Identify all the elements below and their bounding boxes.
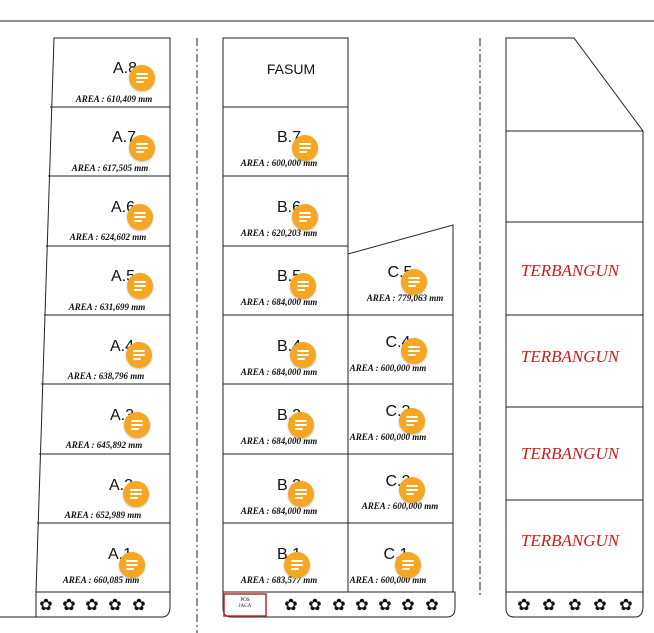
note-icon-a6[interactable] [127,204,153,230]
tree-icon: ✿ [308,595,322,614]
lot-b7-area: AREA : 600,000 mm [240,158,318,168]
pos-jaga-line2: JAGA [238,604,252,609]
block-bc-outline [222,37,456,618]
note-icon-c1[interactable] [395,552,421,578]
tree-icon: ✿ [85,595,99,614]
note-icon-a3[interactable] [124,412,150,438]
tree-icon: ✿ [542,595,556,614]
note-icon-b1[interactable] [284,552,310,578]
note-icon-a1[interactable] [119,552,145,578]
note-icon-b5[interactable] [290,273,316,299]
pos-jaga-box [223,593,267,617]
tree-icon: ✿ [284,595,298,614]
note-icon-a2[interactable] [123,481,149,507]
note-icon-b4[interactable] [290,342,316,368]
note-icon-a7[interactable] [129,135,155,161]
built-label-1: TERBANGUN [520,261,620,280]
lot-c1-area: AREA : 600,000 mm [349,575,427,585]
lot-c4-area: AREA : 600,000 mm [349,363,427,373]
lot-b2-area: AREA : 684,000 mm [240,506,318,516]
lot-a4-area: AREA : 638,796 mm [67,371,145,381]
tree-icon: ✿ [401,595,415,614]
tree-icon: ✿ [619,595,633,614]
note-icon-b7[interactable] [292,135,318,161]
tree-icon: ✿ [355,595,369,614]
lot-b3-area: AREA : 684,000 mm [240,436,318,446]
pos-jaga-line1: POS [240,598,250,603]
note-icon-c2[interactable] [399,477,425,503]
lot-b5-area: AREA : 684,000 mm [240,297,318,307]
tree-icon: ✿ [108,595,122,614]
note-icon-a4[interactable] [126,342,152,368]
block-right-outline [505,37,644,618]
block-a-outline [35,37,171,618]
note-icon-b6[interactable] [292,204,318,230]
note-icon-b3[interactable] [288,412,314,438]
lot-b1-area: AREA : 683,577 mm [240,575,318,585]
lot-c5-area: AREA : 779,063 mm [366,293,444,303]
lot-a1-area: AREA : 660,085 mm [62,575,140,585]
lot-c2-area: AREA : 600,000 mm [361,501,439,511]
tree-icon: ✿ [39,595,53,614]
note-icon-a8[interactable] [129,65,155,91]
lot-b6-area: AREA : 620,203 mm [240,228,318,238]
lot-a6-area: AREA : 624,602 mm [69,232,147,242]
tree-icon: ✿ [62,595,76,614]
tree-icon: ✿ [425,595,439,614]
note-icon-c3[interactable] [399,408,425,434]
lot-b4-area: AREA : 684,000 mm [240,367,318,377]
lot-a2-area: AREA : 652,989 mm [64,510,142,520]
lot-c3-area: AREA : 600,000 mm [349,432,427,442]
tree-icon: ✿ [568,595,582,614]
tree-icon: ✿ [593,595,607,614]
lot-a7-area: AREA : 617,505 mm [71,163,149,173]
built-label-3: TERBANGUN [520,444,620,463]
lot-a5-area: AREA : 631,699 mm [68,302,146,312]
tree-icon: ✿ [132,595,146,614]
tree-icon: ✿ [378,595,392,614]
note-icon-c5[interactable] [401,269,427,295]
lot-a3-area: AREA : 645,892 mm [65,440,143,450]
note-icon-b2[interactable] [288,481,314,507]
fasum-label: FASUM [266,61,316,77]
built-label-4: TERBANGUN [520,531,620,550]
note-icon-c4[interactable] [401,338,427,364]
tree-icon: ✿ [332,595,346,614]
note-icon-a5[interactable] [127,273,153,299]
built-label-2: TERBANGUN [520,347,620,366]
tree-icon: ✿ [517,595,531,614]
lot-a8-area: AREA : 610,409 mm [75,94,153,104]
